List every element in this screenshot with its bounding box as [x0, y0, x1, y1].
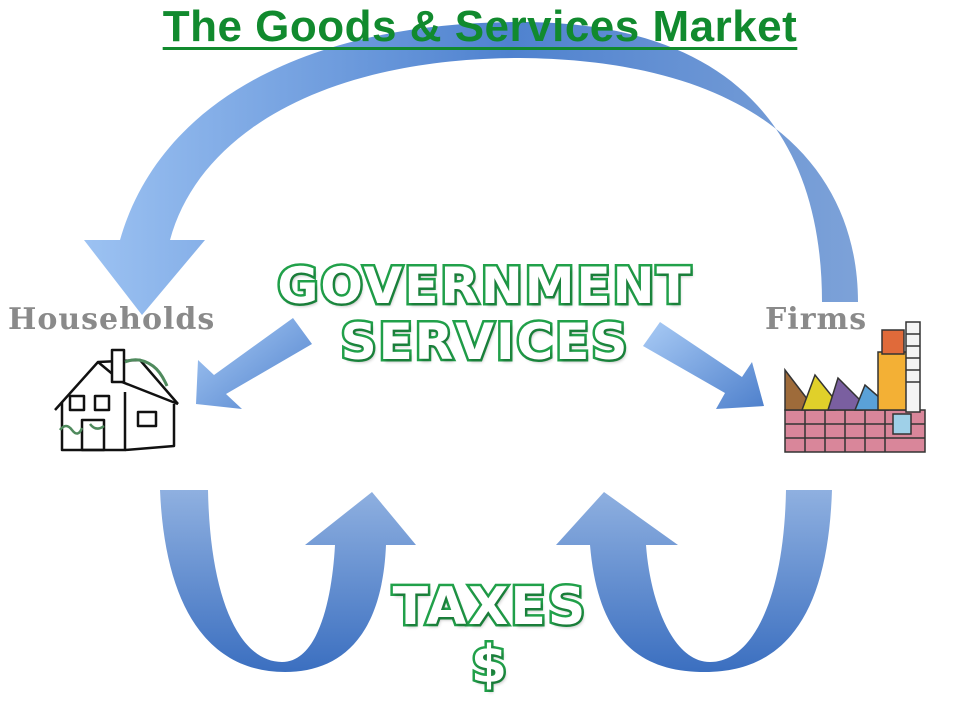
- house-icon: [54, 348, 179, 452]
- households-label: Households: [8, 302, 216, 337]
- taxes-line1: TAXES: [390, 575, 588, 638]
- government-services-label: GOVERNMENT SERVICES: [260, 256, 710, 373]
- factory-icon: [784, 321, 926, 453]
- gov-to-households-arrow: [196, 318, 312, 409]
- government-services-line2: SERVICES: [338, 312, 630, 373]
- gov-to-firms-arrow: [643, 322, 764, 409]
- firms-label: Firms: [765, 302, 868, 337]
- taxes-label: TAXES $: [380, 575, 600, 697]
- taxes-line2: $: [468, 633, 510, 696]
- diagram-title: The Goods & Services Market: [162, 2, 798, 51]
- government-services-line1: GOVERNMENT: [275, 256, 693, 317]
- households-tax-loop-arrow: [160, 490, 416, 672]
- top-arc-arrow: [84, 22, 858, 315]
- firms-tax-loop-arrow: [556, 490, 832, 672]
